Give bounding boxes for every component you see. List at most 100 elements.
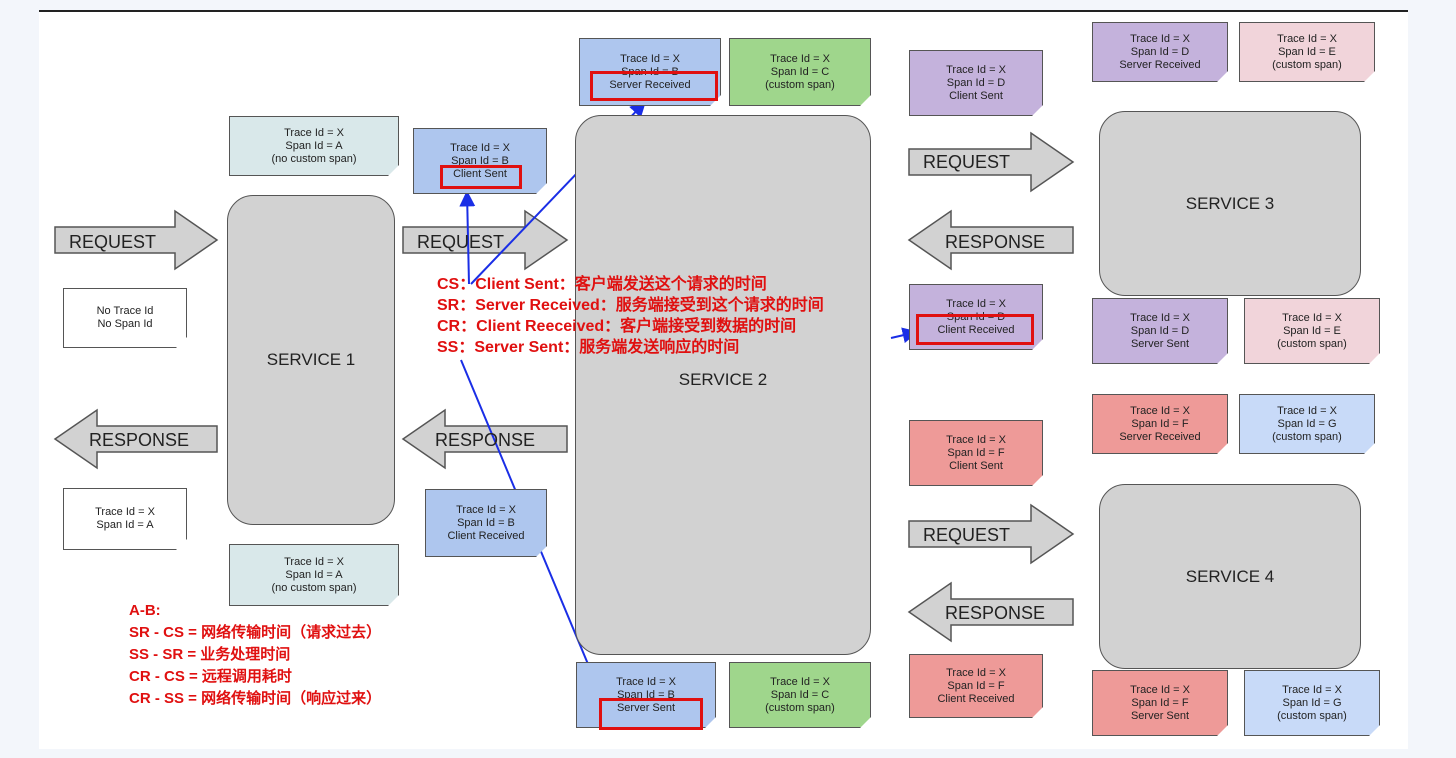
note-line: Trace Id = X — [946, 297, 1006, 310]
response-label-3: RESPONSE — [945, 232, 1046, 252]
note-line: Client Received — [447, 529, 525, 542]
note-line: Trace Id = X — [95, 506, 155, 518]
response-label-4: RESPONSE — [945, 603, 1046, 623]
note-c-top: Trace Id = X Span Id = C (custom span) — [729, 38, 871, 106]
note-line: Client Received — [937, 692, 1015, 705]
note-line: Trace Id = X — [450, 141, 510, 154]
note-line: Span Id = D — [1130, 324, 1190, 337]
legend-ss: SS：Server Sent：服务端发送响应的时间 — [437, 339, 740, 356]
note-line: Span Id = C — [770, 65, 830, 78]
note-line: (custom span) — [1272, 430, 1342, 443]
ab-ss-sr: SS - SR = 业务处理时间 — [129, 646, 291, 663]
note-line: Trace Id = X — [620, 52, 680, 65]
note-b-client-received: Trace Id = X Span Id = B Client Received — [425, 489, 547, 557]
link-cs-to-client-sent — [459, 190, 476, 285]
note-line: Server Sent — [1130, 709, 1190, 722]
note-line: Span Id = B — [617, 688, 675, 701]
note-line: Trace Id = X — [284, 126, 344, 139]
service-4-label: SERVICE 4 — [1185, 566, 1275, 586]
note-f-client-sent: Trace Id = X Span Id = F Client Sent — [909, 420, 1043, 486]
highlight-client-sent — [440, 165, 522, 189]
service-1-label: SERVICE 1 — [266, 350, 356, 369]
note-line: Trace Id = X — [946, 63, 1006, 76]
note-line: Trace Id = X — [1130, 32, 1190, 45]
note-line: Span Id = B — [457, 516, 515, 529]
service-4-box: SERVICE 4 — [1099, 484, 1361, 669]
note-line: Trace Id = X — [1277, 404, 1337, 417]
note-line: Span Id = F — [947, 679, 1005, 692]
note-line: Client Received — [937, 323, 1015, 336]
note-f-server-received: Trace Id = X Span Id = F Server Received — [1092, 394, 1228, 454]
note-line: (custom span) — [1277, 337, 1347, 350]
note-line: (no custom span) — [271, 581, 357, 594]
span-event-legend: CS：Client Sent：客户端发送这个请求的时间 SR：Server Re… — [437, 274, 824, 358]
note-s1-out: Trace Id = X Span Id = A — [63, 488, 187, 550]
note-line: (custom span) — [1277, 709, 1347, 722]
note-line: Client Sent — [949, 89, 1003, 102]
note-line: (no custom span) — [271, 152, 357, 165]
note-line: Trace Id = X — [1282, 683, 1342, 696]
note-line: (custom span) — [765, 78, 835, 91]
note-line: Trace Id = X — [456, 503, 516, 516]
note-line: Span Id = E — [1283, 324, 1341, 337]
note-line: Server Received — [1119, 430, 1201, 443]
note-line: Trace Id = X — [1130, 311, 1190, 324]
note-line: Span Id = A — [285, 139, 343, 152]
response-arrow-1 — [53, 408, 218, 470]
request-label-3: REQUEST — [923, 152, 1011, 172]
highlight-server-sent — [599, 698, 703, 730]
note-line: Span Id = F — [947, 446, 1005, 459]
a-b-timing-legend: A-B: SR - CS = 网络传输时间（请求过去） SS - SR = 业务… — [129, 600, 381, 710]
note-line: Span Id = A — [285, 568, 343, 581]
note-line: Trace Id = X — [1282, 311, 1342, 324]
note-e-top: Trace Id = X Span Id = E (custom span) — [1239, 22, 1375, 82]
note-line: Server Received — [609, 78, 691, 91]
note-line: (custom span) — [765, 701, 835, 714]
note-line: Trace Id = X — [1277, 32, 1337, 45]
ab-title: A-B: — [129, 602, 161, 619]
note-line: Server Sent — [1130, 337, 1190, 350]
ab-sr-cs: SR - CS = 网络传输时间（请求过去） — [129, 624, 382, 641]
note-line: Trace Id = X — [1130, 404, 1190, 417]
ab-cr-ss: CR - SS = 网络传输时间（响应过来） — [129, 690, 382, 707]
note-line: Span Id = D — [1130, 45, 1190, 58]
note-line: Trace Id = X — [770, 52, 830, 65]
request-arrow-3 — [908, 131, 1075, 193]
note-b-client-sent: Trace Id = X Span Id = B Client Sent — [413, 128, 547, 194]
diagram-frame: SERVICE 1 SERVICE 2 SERVICE 3 SERVICE 4 … — [39, 10, 1408, 749]
highlight-client-received — [916, 314, 1034, 345]
service-1-box: SERVICE 1 — [227, 195, 395, 525]
note-line: Client Sent — [949, 459, 1003, 472]
legend-cs: CS：Client Sent：客户端发送这个请求的时间 — [437, 276, 767, 293]
ab-cr-cs: CR - CS = 远程调用耗时 — [129, 668, 292, 685]
service-2-box: SERVICE 2 — [575, 115, 871, 655]
note-e-bottom: Trace Id = X Span Id = E (custom span) — [1244, 298, 1380, 364]
note-d-client-sent: Trace Id = X Span Id = D Client Sent — [909, 50, 1043, 116]
note-line: Span Id = G — [1282, 696, 1342, 709]
note-s1-no-trace: No Trace Id No Span Id — [63, 288, 187, 348]
service-3-box: SERVICE 3 — [1099, 111, 1361, 296]
note-d-client-received: Trace Id = X Span Id = D Client Received — [909, 284, 1043, 350]
block-arrows — [53, 131, 1075, 643]
note-line: Span Id = F — [1131, 417, 1189, 430]
highlight-server-received — [590, 71, 718, 101]
note-line: Trace Id = X — [946, 433, 1006, 446]
service-2-label: SERVICE 2 — [678, 370, 768, 389]
request-label-2: REQUEST — [417, 232, 505, 252]
note-line: Span Id = F — [1131, 696, 1189, 709]
note-line: Server Sent — [616, 701, 676, 714]
note-s1-in-top: Trace Id = X Span Id = A (no custom span… — [229, 116, 399, 176]
note-d-server-sent: Trace Id = X Span Id = D Server Sent — [1092, 298, 1228, 364]
response-arrow-3 — [907, 209, 1074, 271]
response-arrow-2 — [401, 408, 568, 470]
note-line: Trace Id = X — [770, 675, 830, 688]
note-s1-out-bottom: Trace Id = X Span Id = A (no custom span… — [229, 544, 399, 606]
note-f-client-received: Trace Id = X Span Id = F Client Received — [909, 654, 1043, 718]
note-line: (custom span) — [1272, 58, 1342, 71]
note-d-server-received: Trace Id = X Span Id = D Server Received — [1092, 22, 1228, 82]
request-label-1: REQUEST — [69, 232, 157, 252]
response-label-1: RESPONSE — [89, 430, 190, 450]
note-c-bottom: Trace Id = X Span Id = C (custom span) — [729, 662, 871, 728]
note-line: No Trace Id — [96, 305, 154, 317]
note-line: Trace Id = X — [1130, 683, 1190, 696]
